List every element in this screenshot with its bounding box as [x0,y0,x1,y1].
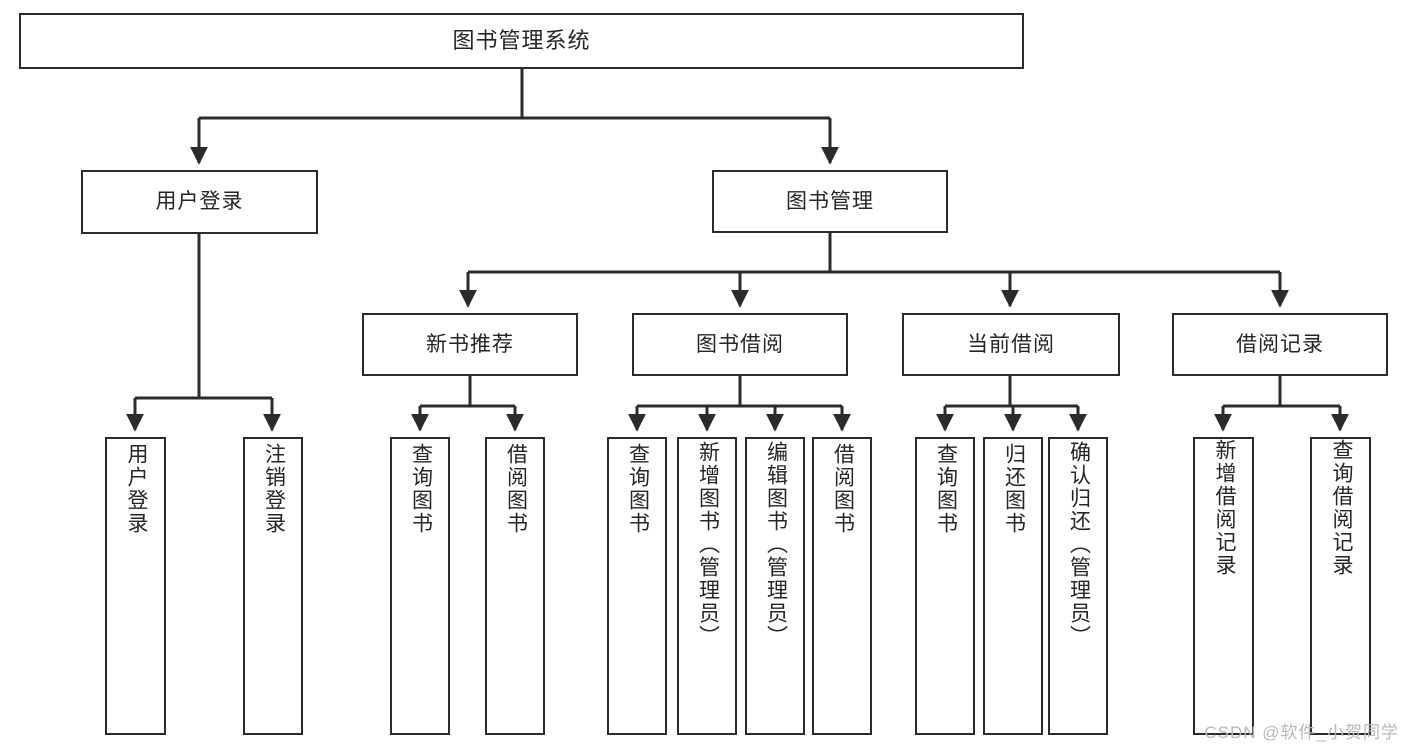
leaf-node[interactable]: 查询图书 [607,437,667,735]
leaf-node-label: 查询图书 [409,443,433,535]
node-root-label: 图书管理系统 [452,27,591,53]
leaf-node-label: 归还图书 [1002,443,1026,535]
node-borrow-record[interactable]: 借阅记录 [1172,313,1388,376]
leaf-node[interactable]: 借阅图书 [485,437,545,735]
node-new-book-recommend[interactable]: 新书推荐 [362,313,578,376]
leaf-node[interactable]: 编辑图书（管理员） [745,437,805,735]
leaf-node[interactable]: 查询图书 [915,437,975,735]
node-book-management-label: 图书管理 [786,189,874,213]
leaf-node-label: 用户登录 [124,443,148,535]
node-current-borrow-label: 当前借阅 [967,332,1055,356]
leaf-node-label: 新增图书（管理员） [696,441,720,648]
leaf-node-label: 查询图书 [626,443,650,535]
node-user-login-label: 用户登录 [155,190,244,214]
node-book-borrow[interactable]: 图书借阅 [632,313,848,376]
leaf-node[interactable]: 归还图书 [983,437,1043,735]
node-root[interactable]: 图书管理系统 [19,13,1024,69]
node-book-management[interactable]: 图书管理 [712,170,948,233]
node-new-book-recommend-label: 新书推荐 [426,332,514,356]
leaf-node-label: 查询图书 [934,443,958,535]
watermark-text: CSDN @软件_小贺同学 [1204,723,1399,742]
leaf-node[interactable]: 查询借阅记录 [1310,437,1371,735]
leaf-node[interactable]: 用户登录 [105,437,166,735]
node-borrow-record-label: 借阅记录 [1236,332,1324,356]
leaf-node-label: 新增借阅记录 [1212,439,1236,577]
leaf-node-label: 查询借阅记录 [1329,439,1353,577]
leaf-node[interactable]: 新增借阅记录 [1193,437,1254,735]
leaf-node-label: 注销登录 [262,443,286,535]
leaf-node[interactable]: 确认归还（管理员） [1048,437,1108,735]
leaf-node-label: 借阅图书 [831,443,855,535]
leaf-node-label: 借阅图书 [504,443,528,535]
leaf-node-label: 确认归还（管理员） [1067,441,1091,648]
leaf-node-label: 编辑图书（管理员） [764,441,788,648]
leaf-node[interactable]: 注销登录 [243,437,303,735]
leaf-node[interactable]: 查询图书 [390,437,450,735]
leaf-node[interactable]: 新增图书（管理员） [677,437,737,735]
node-current-borrow[interactable]: 当前借阅 [902,313,1120,376]
node-user-login[interactable]: 用户登录 [81,170,318,234]
leaf-node[interactable]: 借阅图书 [812,437,872,735]
node-book-borrow-label: 图书借阅 [696,332,784,356]
